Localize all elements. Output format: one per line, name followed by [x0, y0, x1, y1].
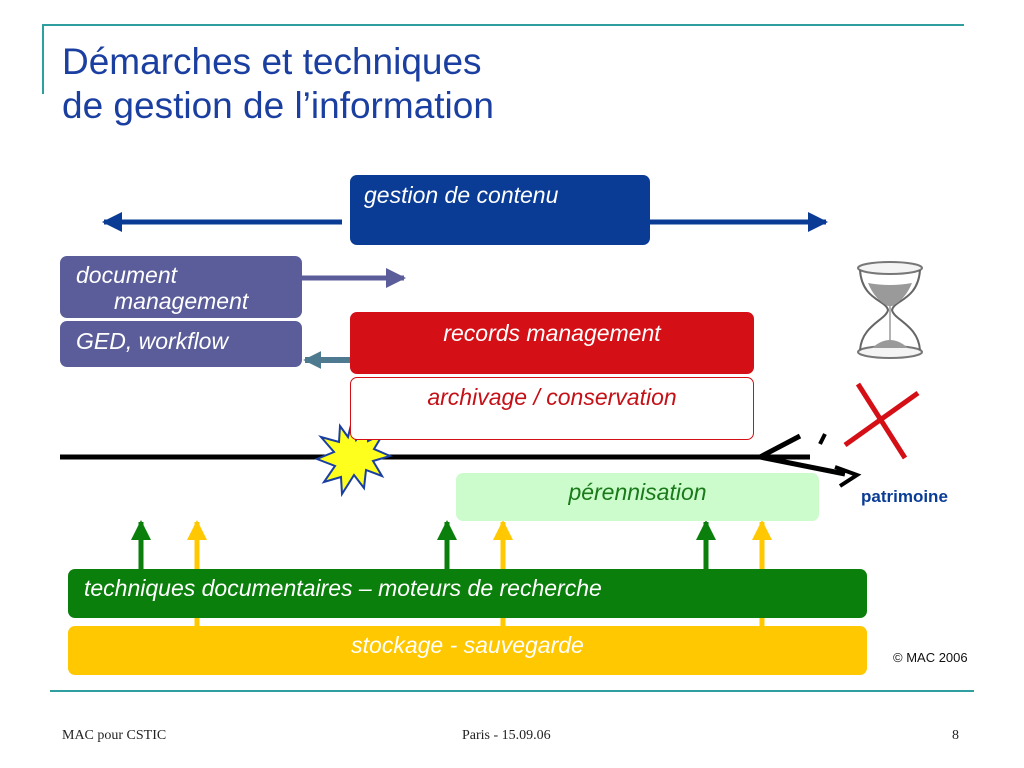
- document-management-box: document management: [60, 256, 302, 318]
- records-label: records management: [443, 320, 661, 346]
- page-number: 8: [952, 728, 959, 743]
- title-line-2: de gestion de l’information: [62, 85, 494, 126]
- perennisation-label: pérennisation: [568, 479, 707, 505]
- red-cross-icon: [843, 382, 920, 460]
- frame-line-left: [42, 24, 44, 94]
- footer-divider: [50, 690, 974, 692]
- page-title: Démarches et techniques de gestion de l’…: [62, 40, 762, 128]
- archivage-conservation-box: archivage / conservation: [350, 377, 754, 440]
- techniques-documentaires-box: techniques documentaires – moteurs de re…: [68, 569, 867, 618]
- patrimoine-label: patrimoine: [861, 487, 948, 506]
- ged-label: GED, workflow: [76, 328, 229, 354]
- ged-workflow-box: GED, workflow: [60, 321, 302, 367]
- records-management-box: records management: [350, 312, 754, 374]
- docman-label-1: document: [76, 262, 178, 288]
- timeline-arrowhead: [752, 433, 846, 477]
- hourglass-icon: [857, 261, 923, 359]
- frame-line-top: [42, 24, 964, 26]
- archivage-label: archivage / conservation: [427, 384, 677, 410]
- stockage-label: stockage - sauvegarde: [351, 632, 584, 658]
- gestion-de-contenu-box: gestion de contenu: [350, 175, 650, 245]
- footer-center: Paris - 15.09.06: [462, 728, 551, 743]
- title-line-1: Démarches et techniques: [62, 41, 482, 82]
- copyright-label: © MAC 2006: [893, 650, 968, 665]
- timeline-arrowhead-2: [818, 433, 827, 445]
- techdoc-label: techniques documentaires – moteurs de re…: [84, 575, 602, 601]
- timeline-arrowhead-3: [834, 465, 862, 488]
- footer-left: MAC pour CSTIC: [62, 728, 167, 743]
- stockage-sauvegarde-box: stockage - sauvegarde: [68, 626, 867, 675]
- perennisation-box: pérennisation: [456, 473, 819, 521]
- gestion-label: gestion de contenu: [364, 182, 559, 208]
- docman-label-2: management: [114, 288, 249, 314]
